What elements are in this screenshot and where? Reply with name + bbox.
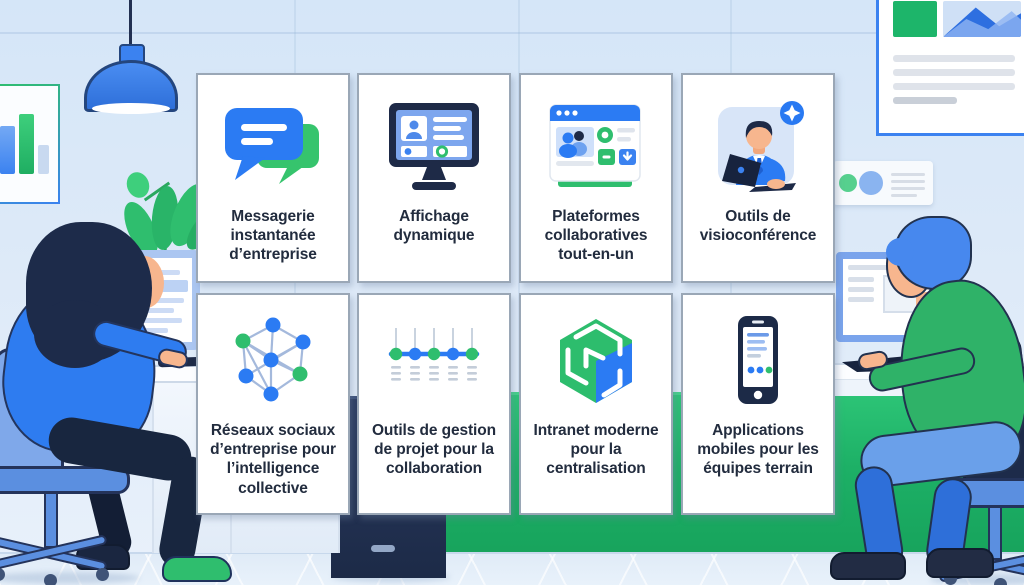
man-shoe — [830, 552, 906, 580]
drawer-handle — [371, 545, 395, 552]
card-label: Messagerie instantanée d’entreprise — [229, 208, 317, 264]
card-label: Intranet moderne pour la centralisation — [533, 422, 659, 478]
wall-line — [0, 32, 1024, 34]
chair-shadow — [930, 574, 1024, 585]
wall-bar-chart — [0, 86, 58, 202]
poster-text-line — [893, 83, 1015, 90]
card-label: Outils de visioconférence — [699, 208, 817, 245]
note-line — [891, 180, 925, 183]
chair-post — [44, 492, 58, 548]
intranet-hexagon-logo-icon — [521, 303, 671, 419]
screen-text-line — [124, 318, 182, 323]
lamp-cord — [129, 0, 132, 52]
note-line — [891, 194, 917, 197]
card-reseaux-sociaux: Réseaux sociaux d’entreprise pour l’inte… — [196, 293, 350, 515]
poster-area-chart — [943, 1, 1021, 37]
bar-green — [19, 114, 34, 174]
chair-wheel — [96, 568, 109, 581]
poster-text-line — [893, 97, 957, 104]
man-shoe — [926, 548, 994, 578]
card-label: Applications mobiles pour les équipes te… — [697, 422, 819, 478]
digital-signage-monitor-icon — [359, 89, 509, 205]
chair-wheel — [44, 574, 57, 585]
screen-text-line — [848, 297, 874, 302]
wall-analytics-poster — [876, 0, 1024, 136]
social-network-graph-icon — [198, 303, 348, 419]
woman-green-shoe — [162, 556, 232, 582]
note-line — [891, 173, 925, 176]
video-conference-person-icon — [683, 89, 833, 205]
screen-text-line — [848, 287, 874, 292]
green-dot — [839, 174, 857, 192]
note-line — [891, 187, 925, 190]
lamp-light — [92, 103, 170, 114]
bar-blue — [0, 126, 15, 174]
screen-text-line — [124, 308, 174, 313]
man-hair — [886, 238, 914, 266]
card-gestion-projet: Outils de gestion de projet pour la coll… — [357, 293, 511, 515]
screen-text-line — [848, 277, 874, 282]
wall-bar-chart-poster — [0, 84, 60, 204]
blue-dot — [859, 171, 883, 195]
card-intranet-moderne: Intranet moderne pour la centralisation — [519, 293, 673, 515]
card-label: Plateformes collaboratives tout-en-un — [544, 208, 648, 264]
card-label: Réseaux sociaux d’entreprise pour l’inte… — [210, 422, 336, 497]
poster-green-block — [893, 1, 937, 37]
card-affichage-dynamique: Affichage dynamique — [357, 73, 511, 283]
wall-note-card — [833, 161, 933, 205]
card-label: Affichage dynamique — [393, 208, 475, 245]
card-outils-visioconference: Outils de visioconférence — [681, 73, 835, 283]
screen-text-line — [848, 265, 908, 270]
chair-wheel — [994, 578, 1007, 585]
poster-text-line — [893, 55, 1015, 62]
chair-wheel — [0, 568, 5, 581]
poster-text-line — [893, 69, 1015, 76]
bar-light — [38, 145, 49, 174]
card-label: Outils de gestion de projet pour la coll… — [371, 422, 497, 478]
card-messagerie-instantanee: Messagerie instantanée d’entreprise — [196, 73, 350, 283]
card-applications-mobiles: Applications mobiles pour les équipes te… — [681, 293, 835, 515]
mobile-app-phone-icon — [683, 303, 833, 419]
card-plateformes-collaboratives: Plateformes collaboratives tout-en-un — [519, 73, 673, 283]
chat-bubbles-icon — [198, 89, 348, 205]
office-chair-left-seat — [0, 466, 130, 494]
project-timeline-icon — [359, 303, 509, 419]
collaborative-platform-window-icon — [521, 89, 671, 205]
